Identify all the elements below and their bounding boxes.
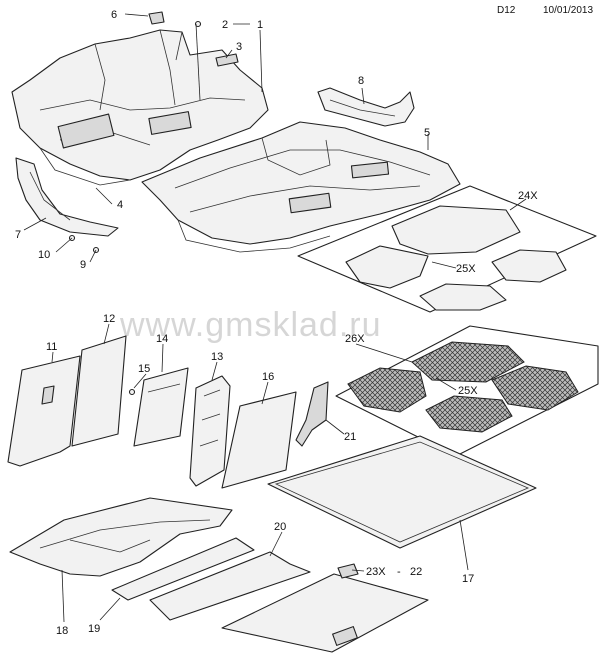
callout-1: 1	[257, 19, 263, 31]
callout-21: 21	[344, 431, 356, 443]
callout-10: 10	[38, 249, 50, 261]
diagram-code: D12	[497, 5, 516, 16]
callout-8: 8	[358, 75, 364, 87]
callout-20: 20	[274, 521, 286, 533]
floor-cover-part-20	[149, 551, 311, 621]
callout-dash: -	[397, 566, 401, 578]
cargo-mat-part-17	[267, 435, 537, 549]
diagram-date: 10/01/2013	[543, 5, 593, 16]
callout-18: 18	[56, 625, 68, 637]
rubber-mats-set-26x	[335, 325, 599, 457]
trim-panel-part-12	[71, 335, 127, 447]
callout-26x: 26X	[345, 333, 365, 345]
floor-mats-set-24x	[297, 185, 597, 313]
watermark: www.gmsklad.ru	[119, 306, 382, 344]
callout-25x-upper: 25X	[456, 263, 476, 275]
rear-trim-part-13	[189, 375, 231, 487]
rear-floor-carpet-part-5	[141, 121, 461, 253]
rear-floor-frame-part-18	[9, 497, 233, 577]
leader-lines	[23, 13, 527, 623]
bracket-part-21	[295, 381, 329, 447]
callout-14: 14	[156, 333, 168, 345]
callout-13: 13	[211, 351, 223, 363]
trim-panel-part-11	[7, 355, 81, 467]
callout-9: 9	[80, 259, 86, 271]
side-trim-part-7	[15, 157, 119, 254]
clip-part-6	[148, 11, 165, 25]
callout-2: 2	[222, 19, 228, 31]
insulation-board-part-14	[128, 367, 189, 447]
callout-23x: 23X	[366, 566, 386, 578]
fastener-parts	[194, 20, 239, 67]
callout-4: 4	[117, 199, 123, 211]
callout-17: 17	[462, 573, 474, 585]
callout-15: 15	[138, 363, 150, 375]
callout-25x-lower: 25X	[458, 385, 478, 397]
bracket-part-8	[317, 87, 415, 127]
callout-24x: 24X	[518, 190, 538, 202]
callout-6: 6	[111, 9, 117, 21]
callout-3: 3	[236, 41, 242, 53]
load-floor-panel-part-22	[221, 563, 429, 653]
callout-19: 19	[88, 623, 100, 635]
callout-7: 7	[15, 229, 21, 241]
side-panel-part-16	[221, 391, 297, 489]
callout-11: 11	[46, 341, 57, 353]
callout-5: 5	[424, 127, 430, 139]
floor-cover-part-19	[111, 537, 255, 601]
callout-labels: 1 2 3 4 5 6 7 8 9 10 11 12 13 14 15 16 1…	[15, 9, 538, 637]
callout-22: 22	[410, 566, 422, 578]
callout-12: 12	[103, 313, 115, 325]
front-floor-carpet	[11, 29, 269, 186]
callout-16: 16	[262, 371, 274, 383]
